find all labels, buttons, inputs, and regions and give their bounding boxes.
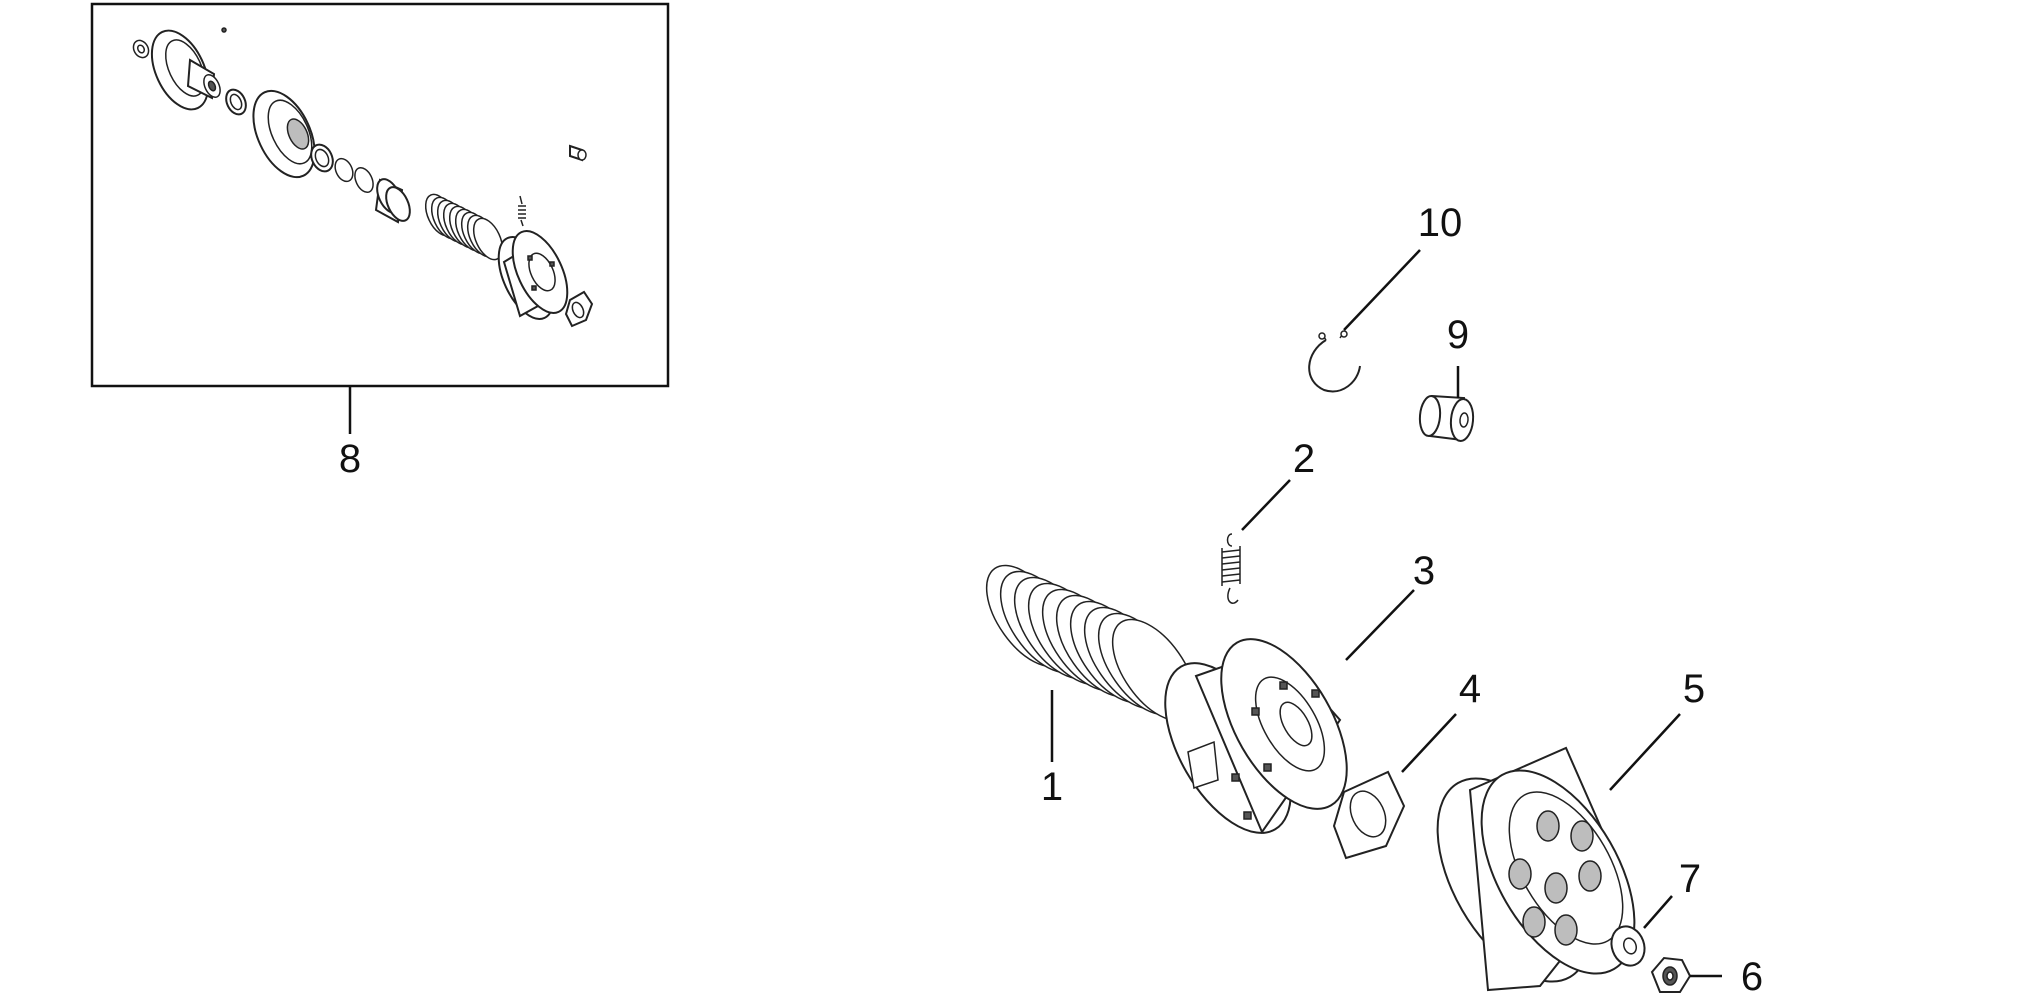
inset-nut xyxy=(564,290,594,328)
part-7-washer: 7 xyxy=(1610,857,1701,967)
inset-small-spring xyxy=(518,195,526,227)
inset-washer-left xyxy=(132,39,150,59)
inset-bushing xyxy=(569,144,587,162)
leader-5 xyxy=(1609,713,1681,791)
inset-ring-small xyxy=(225,88,247,116)
callout-5: 5 xyxy=(1683,667,1705,711)
leader-4 xyxy=(1401,713,1457,773)
callout-8: 8 xyxy=(339,437,361,481)
part-9-roller: 9 xyxy=(1418,313,1475,442)
leader-2 xyxy=(1241,479,1291,531)
part-3-clutch-carrier: 3 xyxy=(1164,549,1435,835)
assembly-inset-frame xyxy=(90,2,670,388)
part-2-shoe-spring: 2 xyxy=(1221,437,1315,604)
leader-10 xyxy=(1343,249,1421,331)
part-1-coil-spring: 1 xyxy=(985,564,1197,809)
callout-3: 3 xyxy=(1413,549,1435,593)
part-10-circlip: 10 xyxy=(1308,201,1463,393)
callout-4: 4 xyxy=(1459,667,1481,711)
leader-7 xyxy=(1643,895,1673,929)
part-6-flange-nut: 6 xyxy=(1650,955,1763,999)
inset-sleeve xyxy=(374,178,411,224)
inset-drive-plate xyxy=(150,27,227,111)
callout-7: 7 xyxy=(1679,857,1701,901)
part-5-clutch-bell: 5 xyxy=(1436,667,1705,992)
inset-clutch-spring xyxy=(424,193,504,261)
callout-9: 9 xyxy=(1447,313,1469,357)
callout-2: 2 xyxy=(1293,437,1315,481)
leader-3 xyxy=(1345,589,1415,661)
inset-clutch-shoe xyxy=(497,230,569,320)
assembly-inset: 8 xyxy=(90,2,670,481)
callout-6: 6 xyxy=(1741,955,1763,999)
callout-10: 10 xyxy=(1418,201,1463,245)
part-4-nut: 4 xyxy=(1332,667,1481,860)
inset-pulley-face xyxy=(252,89,316,179)
inset-rings xyxy=(310,143,374,194)
callout-1: 1 xyxy=(1041,765,1063,809)
